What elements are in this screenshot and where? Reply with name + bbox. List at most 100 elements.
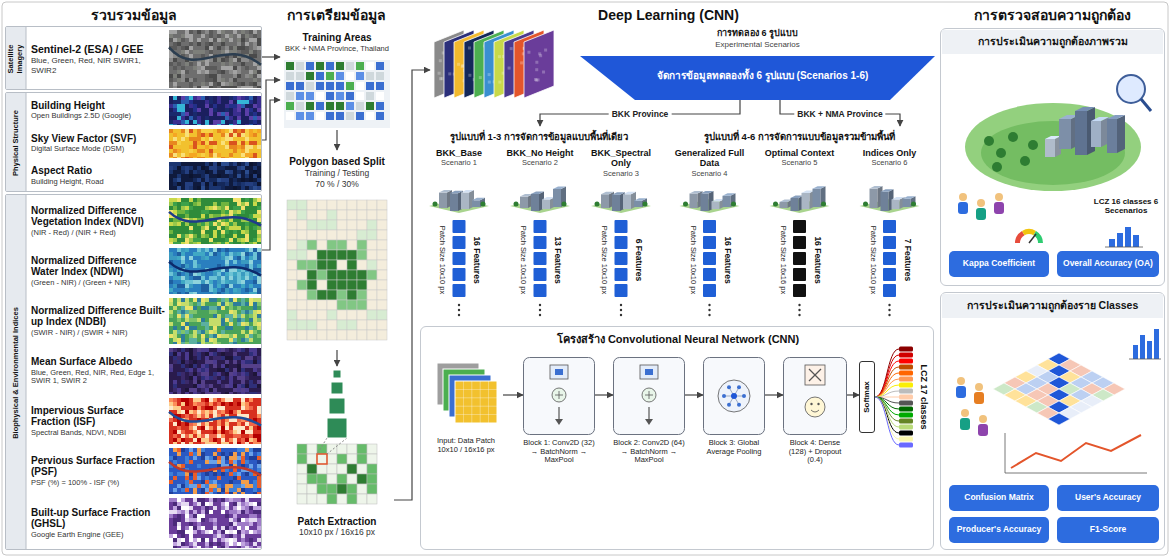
illustration-rect xyxy=(209,78,213,82)
illustration-rect xyxy=(205,145,209,149)
illustration-rect xyxy=(233,302,237,306)
illustration-rect xyxy=(185,70,189,74)
illustration-rect xyxy=(241,198,245,202)
illustration-rect xyxy=(193,342,197,344)
illustration-rect xyxy=(181,260,185,264)
illustration-rect xyxy=(253,322,257,326)
illustration-rect xyxy=(181,74,185,78)
illustration-rect xyxy=(229,298,233,302)
illustration-rect xyxy=(201,434,205,438)
illustration-rect xyxy=(213,124,217,125)
illustration-rect xyxy=(173,108,177,112)
illustration-rect xyxy=(249,214,253,218)
illustration-rect xyxy=(229,388,233,392)
illustration-rect xyxy=(197,448,201,452)
illustration-rect xyxy=(213,157,217,158)
illustration-rect xyxy=(181,488,185,492)
illustration-rect xyxy=(177,96,181,100)
illustration-rect xyxy=(193,380,197,384)
illustration-rect xyxy=(237,256,241,260)
illustration-rect xyxy=(249,402,253,406)
illustration-rect xyxy=(257,434,261,438)
illustration-rect xyxy=(169,322,173,326)
illustration-rect xyxy=(249,42,253,46)
illustration-rect xyxy=(201,242,205,244)
illustration-rect xyxy=(217,298,221,302)
illustration-rect xyxy=(201,50,205,54)
illustration-rect xyxy=(225,256,229,260)
illustration-rect xyxy=(225,133,229,137)
illustration-rect xyxy=(209,30,213,34)
illustration-rect xyxy=(177,430,181,434)
illustration-rect xyxy=(169,364,173,368)
illustration-rect xyxy=(233,153,237,157)
illustration-rect xyxy=(253,42,257,46)
illustration-rect xyxy=(169,392,173,394)
illustration-rect xyxy=(229,120,233,124)
illustration-rect xyxy=(221,202,225,206)
illustration-rect xyxy=(249,352,253,356)
illustration-rect xyxy=(229,310,233,314)
illustration-rect xyxy=(177,34,181,38)
illustration-rect xyxy=(201,70,205,74)
illustration-rect xyxy=(173,434,177,438)
illustration-rect xyxy=(241,330,245,334)
illustration-rect xyxy=(205,414,209,418)
illustration-rect xyxy=(189,314,193,318)
illustration-rect xyxy=(245,422,249,426)
illustration-rect xyxy=(253,488,257,492)
illustration-rect xyxy=(253,368,257,372)
illustration-rect xyxy=(209,306,213,310)
illustration-rect xyxy=(233,66,237,70)
illustration-rect xyxy=(237,86,241,88)
illustration-rect xyxy=(257,288,261,292)
illustration-rect xyxy=(225,226,229,230)
illustration-rect xyxy=(229,284,233,288)
illustration-rect xyxy=(221,62,225,66)
illustration-rect xyxy=(241,368,245,372)
illustration-rect xyxy=(241,476,245,480)
illustration-rect xyxy=(229,133,233,137)
illustration-rect xyxy=(205,210,209,214)
illustration-rect xyxy=(221,198,225,202)
illustration-rect xyxy=(173,137,177,141)
illustration-rect xyxy=(241,149,245,153)
illustration-rect xyxy=(193,314,197,318)
text-holder: Biophysical & Environmental Indices xyxy=(12,199,21,547)
illustration-rect xyxy=(253,74,257,78)
illustration-rect xyxy=(185,186,189,190)
illustration-rect xyxy=(237,149,241,153)
illustration-rect xyxy=(209,112,213,116)
illustration-rect xyxy=(201,124,205,125)
illustration-rect xyxy=(213,100,217,104)
illustration-rect xyxy=(173,352,177,356)
illustration-rect xyxy=(225,124,229,125)
illustration-rect xyxy=(237,129,241,133)
illustration-rect xyxy=(173,448,177,452)
illustration-rect xyxy=(229,460,233,464)
illustration-rect xyxy=(181,30,185,34)
illustration-rect xyxy=(225,145,229,149)
illustration-rect xyxy=(221,210,225,214)
illustration-rect xyxy=(217,406,221,410)
illustration-rect xyxy=(209,338,213,342)
illustration-rect xyxy=(257,456,261,460)
illustration-rect xyxy=(233,70,237,74)
illustration-rect xyxy=(181,38,185,42)
illustration-rect xyxy=(177,74,181,78)
illustration-rect xyxy=(169,492,173,494)
illustration-rect xyxy=(245,38,249,42)
illustration-rect xyxy=(229,314,233,318)
illustration-rect xyxy=(237,402,241,406)
illustration-rect xyxy=(181,66,185,70)
illustration-rect xyxy=(177,252,181,256)
illustration-rect xyxy=(193,392,197,394)
illustration-rect xyxy=(233,298,237,302)
illustration-rect xyxy=(253,348,257,352)
illustration-rect xyxy=(209,342,213,344)
illustration-rect xyxy=(201,162,205,166)
illustration-rect xyxy=(197,137,201,141)
illustration-rect xyxy=(241,456,245,460)
illustration-rect xyxy=(201,360,205,364)
illustration-rect xyxy=(225,222,229,226)
